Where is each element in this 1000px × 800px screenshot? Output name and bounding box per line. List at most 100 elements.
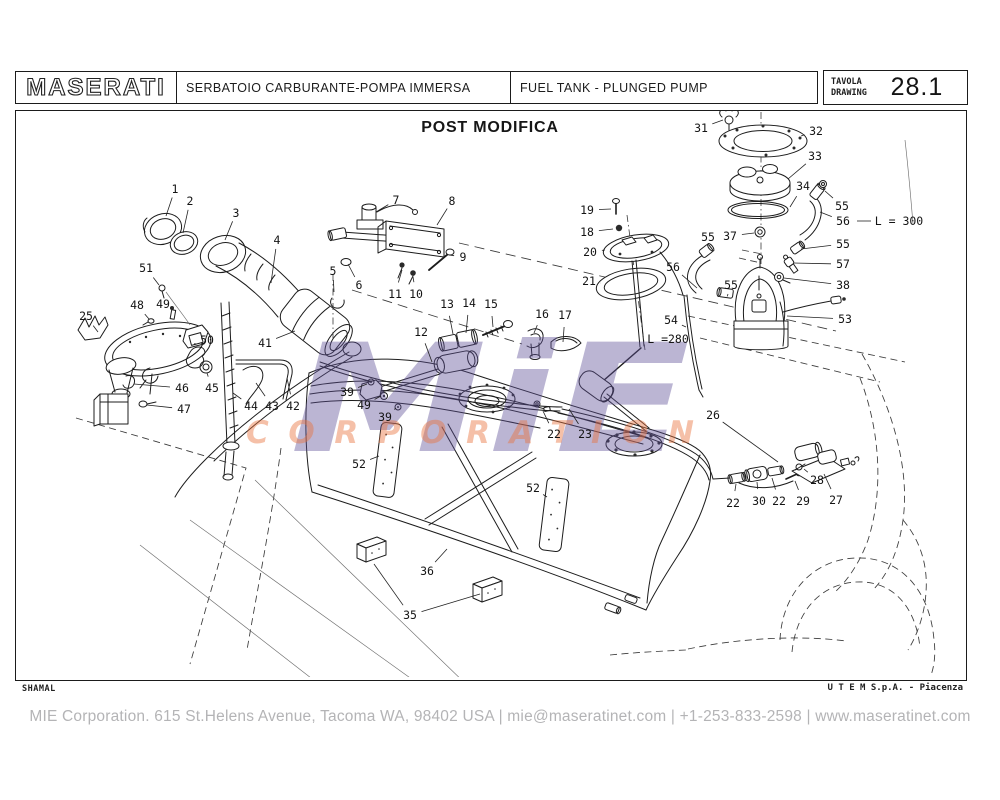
svg-text:28: 28 xyxy=(810,473,824,487)
clamp-hardware xyxy=(438,320,582,360)
svg-text:44: 44 xyxy=(244,399,258,413)
svg-text:19: 19 xyxy=(580,203,594,217)
svg-text:46: 46 xyxy=(175,381,189,395)
svg-text:8: 8 xyxy=(449,194,456,208)
svg-text:55: 55 xyxy=(701,230,715,244)
svg-text:5: 5 xyxy=(330,264,337,278)
svg-text:26: 26 xyxy=(706,408,720,422)
svg-text:27: 27 xyxy=(829,493,843,507)
svg-text:54: 54 xyxy=(664,313,678,327)
fuel-tank-body xyxy=(305,358,712,615)
svg-text:52: 52 xyxy=(352,457,366,471)
svg-text:22: 22 xyxy=(547,427,561,441)
svg-text:34: 34 xyxy=(796,179,810,193)
footer-contact-line: MIE Corporation. 615 St.Helens Avenue, T… xyxy=(29,708,971,725)
drain-fitting xyxy=(604,602,622,615)
drawing-number-box: TAVOLA DRAWING 28.1 xyxy=(823,70,968,105)
svg-text:55: 55 xyxy=(724,278,738,292)
svg-text:45: 45 xyxy=(205,381,219,395)
watermark-corporation: CORPORATION xyxy=(246,415,694,451)
svg-text:52: 52 xyxy=(526,481,540,495)
svg-text:4: 4 xyxy=(274,233,281,247)
valve-bracket-assembly xyxy=(327,203,455,285)
svg-text:7: 7 xyxy=(393,193,400,207)
tavola-labels: TAVOLA DRAWING xyxy=(831,77,867,99)
foam-pad-left xyxy=(356,536,387,563)
svg-text:55: 55 xyxy=(835,199,849,213)
svg-text:47: 47 xyxy=(177,402,191,416)
svg-text:43: 43 xyxy=(265,399,279,413)
svg-text:50: 50 xyxy=(200,333,214,347)
svg-text:23: 23 xyxy=(578,427,592,441)
svg-text:55: 55 xyxy=(836,237,850,251)
maserati-logo-text: MASERATI xyxy=(26,73,166,101)
drawing-label: DRAWING xyxy=(831,87,867,98)
svg-text:9: 9 xyxy=(460,250,467,264)
svg-text:15: 15 xyxy=(484,297,498,311)
svg-text:30: 30 xyxy=(752,494,766,508)
maserati-logo: MASERATI xyxy=(16,72,177,103)
svg-text:53: 53 xyxy=(838,312,852,326)
svg-text:L =280: L =280 xyxy=(647,332,689,346)
svg-text:22: 22 xyxy=(726,496,740,510)
svg-text:42: 42 xyxy=(286,399,300,413)
drain-fitting-2 xyxy=(624,594,638,604)
manufacturer-name: U T E M S.p.A. - Piacenza xyxy=(827,683,963,693)
svg-text:2: 2 xyxy=(187,194,194,208)
mie-watermark: MiE CORPORATION xyxy=(246,313,694,487)
svg-text:21: 21 xyxy=(582,274,596,288)
svg-text:49: 49 xyxy=(156,297,170,311)
svg-text:14: 14 xyxy=(462,296,476,310)
pump-assembly xyxy=(687,111,846,351)
svg-text:17: 17 xyxy=(558,308,572,322)
foam-pad-right xyxy=(472,576,503,603)
svg-text:41: 41 xyxy=(258,336,272,350)
tavola-label: TAVOLA xyxy=(831,76,862,87)
svg-text:16: 16 xyxy=(535,307,549,321)
foam-strip-right xyxy=(538,477,570,553)
model-name: SHAMAL xyxy=(22,684,56,694)
title-italian: SERBATOIO CARBURANTE-POMPA IMMERSA xyxy=(186,80,471,95)
svg-text:57: 57 xyxy=(836,257,850,271)
title-english: FUEL TANK - PLUNGED PUMP xyxy=(520,80,708,95)
filler-grommet xyxy=(143,212,183,246)
svg-text:51: 51 xyxy=(139,261,153,275)
delivery-pipe xyxy=(683,294,704,398)
svg-text:49: 49 xyxy=(357,398,371,412)
svg-text:18: 18 xyxy=(580,225,594,239)
filler-sleeve xyxy=(279,288,353,357)
vent-valve-assembly xyxy=(727,441,860,489)
svg-text:38: 38 xyxy=(836,278,850,292)
svg-text:25: 25 xyxy=(79,309,93,323)
watermark-mie: MiE xyxy=(290,313,690,487)
svg-text:13: 13 xyxy=(440,297,454,311)
svg-text:L = 300: L = 300 xyxy=(875,214,924,228)
strap-roller xyxy=(433,350,479,374)
svg-text:48: 48 xyxy=(130,298,144,312)
svg-text:12: 12 xyxy=(414,325,428,339)
svg-text:36: 36 xyxy=(420,564,434,578)
svg-text:39: 39 xyxy=(378,410,392,424)
svg-text:39: 39 xyxy=(340,385,354,399)
title-english-cell: FUEL TANK - PLUNGED PUMP xyxy=(511,72,817,103)
svg-text:10: 10 xyxy=(409,287,423,301)
svg-text:35: 35 xyxy=(403,608,417,622)
svg-text:56: 56 xyxy=(836,214,850,228)
svg-text:56: 56 xyxy=(666,260,680,274)
foam-strip-left xyxy=(372,422,403,498)
title-italian-cell: SERBATOIO CARBURANTE-POMPA IMMERSA xyxy=(177,72,511,103)
breather-tube xyxy=(220,301,293,481)
filler-ring xyxy=(169,231,199,255)
drawing-number: 28.1 xyxy=(890,73,944,101)
svg-text:6: 6 xyxy=(356,278,363,292)
svg-text:3: 3 xyxy=(233,206,240,220)
svg-text:11: 11 xyxy=(388,287,402,301)
header-bar: MASERATI SERBATOIO CARBURANTE-POMPA IMME… xyxy=(15,71,818,104)
tank-cross-brace xyxy=(424,423,537,553)
fuel-level-sender xyxy=(578,198,684,432)
svg-text:32: 32 xyxy=(809,124,823,138)
svg-text:29: 29 xyxy=(796,494,810,508)
